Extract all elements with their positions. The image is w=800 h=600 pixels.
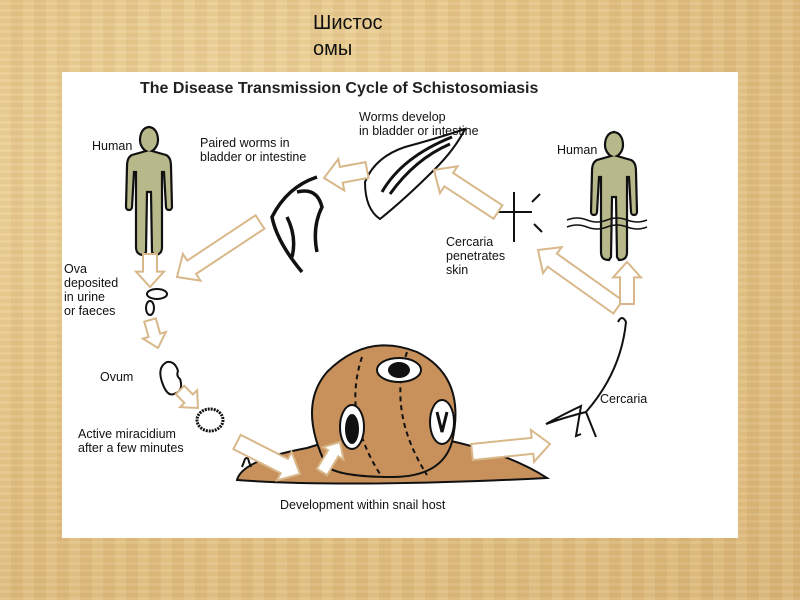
- arrow-paired-to-ova: [175, 213, 266, 282]
- snail-tentacle-icon: [241, 457, 252, 468]
- diagram-panel: The Disease Transmission Cycle of Schist…: [62, 72, 738, 538]
- cercaria-icon: [545, 317, 628, 438]
- worms-develop-icon: [380, 135, 453, 195]
- skin-penetration-icon: [492, 192, 543, 242]
- label-human-right: Human: [557, 143, 598, 157]
- ova-icon: [145, 300, 155, 316]
- human-right-icon: [589, 130, 639, 262]
- arrow-human-to-ova: [133, 253, 167, 289]
- label-snail-development: Development within snail host: [280, 498, 446, 512]
- arrow-worms-to-paired: [322, 156, 370, 193]
- arrow-ovum-to-miracidium: [174, 384, 200, 410]
- arrow-human-water: [610, 260, 644, 305]
- arrow-skin-to-worms: [432, 164, 504, 221]
- label-ovum: Ovum: [100, 370, 134, 384]
- ovum-icon: [159, 360, 183, 396]
- slide-title: Шистосомы: [313, 12, 383, 60]
- label-human-left: Human: [92, 139, 133, 153]
- diagram-artwork: [124, 125, 648, 485]
- label-cercaria: Cercaria: [600, 392, 648, 406]
- human-left-icon: [124, 125, 174, 257]
- diagram-title: The Disease Transmission Cycle of Schist…: [140, 80, 539, 97]
- sporocyst-left-icon: [345, 414, 359, 444]
- arrow-snail-to-cercaria: [470, 427, 552, 465]
- paired-worms-icon: [270, 175, 324, 274]
- sporocyst-top-icon: [388, 362, 410, 378]
- miracidium-icon: [195, 407, 225, 433]
- sporocyst-right-icon: [435, 411, 449, 433]
- arrow-ova-to-ovum: [140, 317, 168, 350]
- arrow-inside-snail: [315, 440, 345, 477]
- bladder-worms-icon: [363, 127, 467, 221]
- ova-icon: [146, 288, 168, 300]
- arrow-cercaria-to-skin: [536, 245, 625, 315]
- arrow-miracidium-to-snail: [232, 433, 302, 482]
- water-waves-icon: [566, 217, 648, 230]
- sporocyst-right-icon: [429, 399, 455, 445]
